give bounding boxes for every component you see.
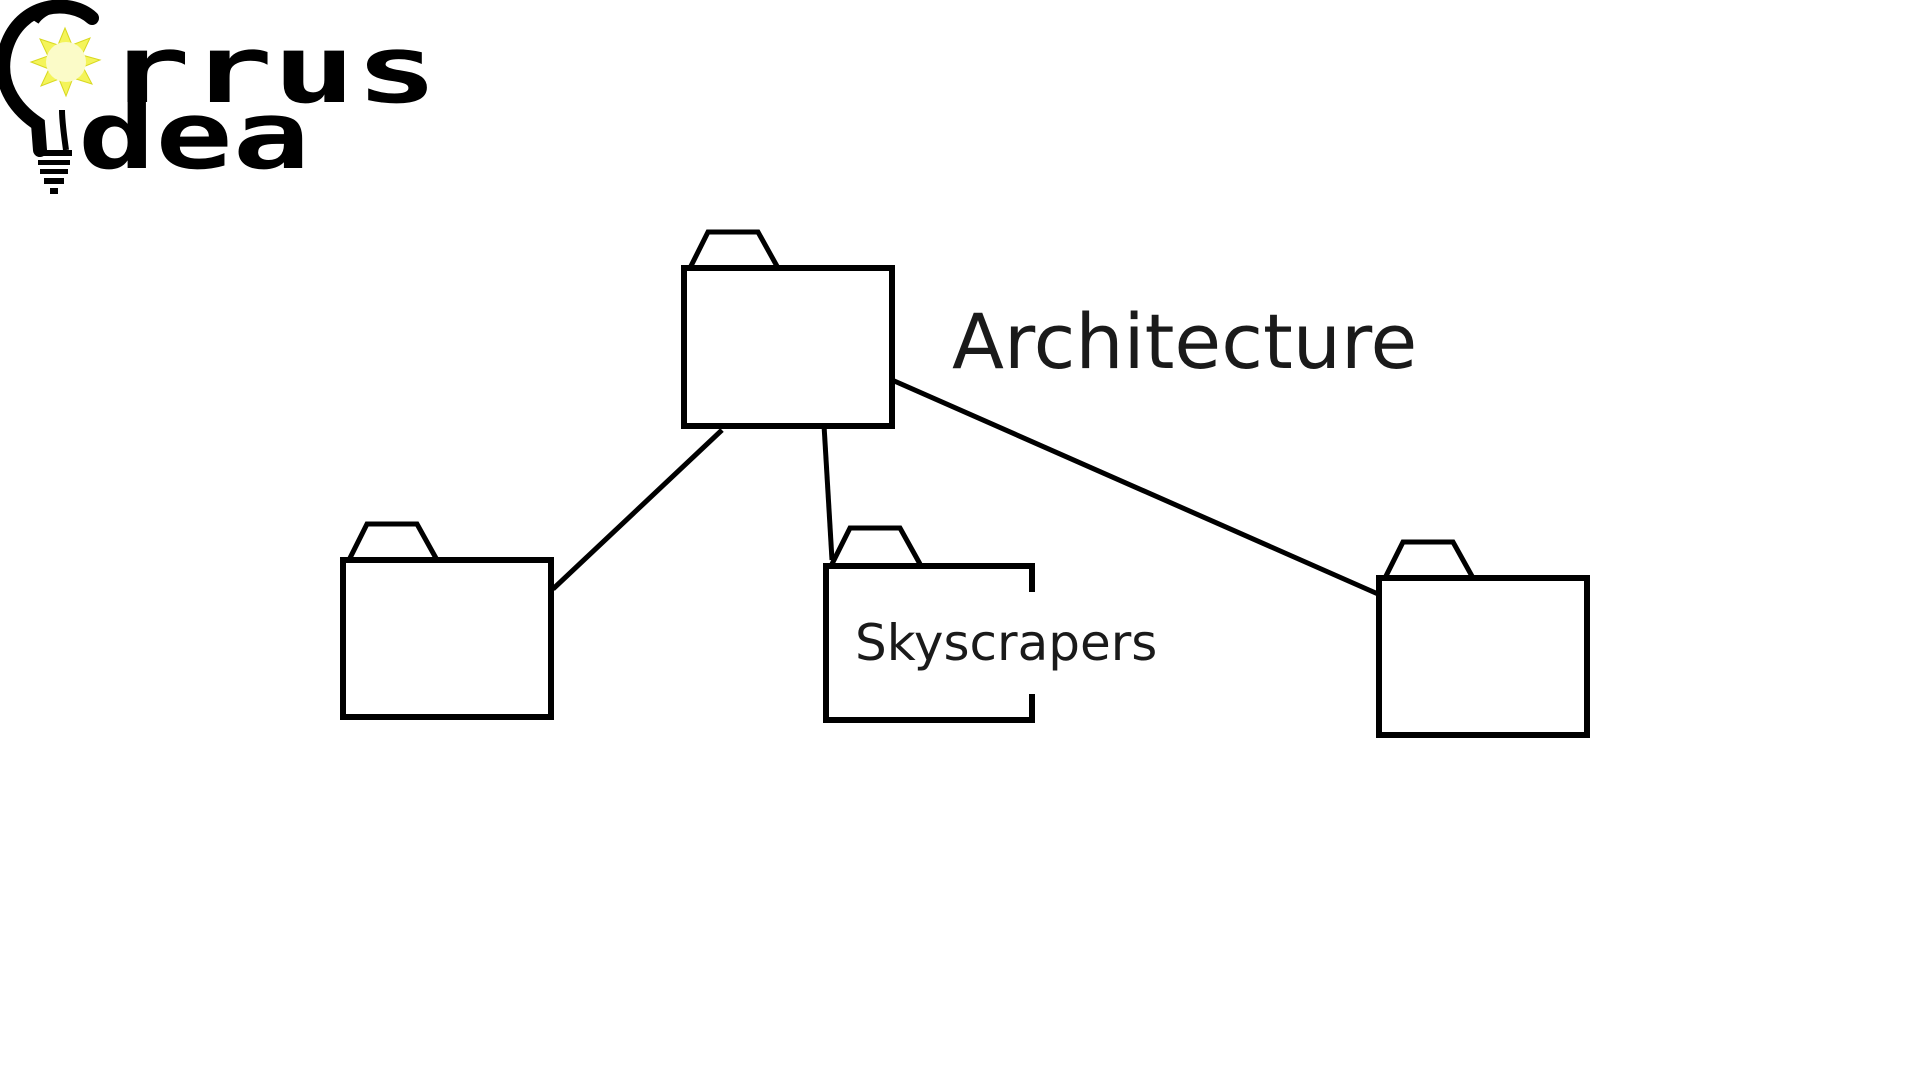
folder-root-body [681, 265, 895, 429]
connector-root-to-left [551, 428, 724, 591]
logo: rrus dea [0, 0, 438, 194]
logo-text-line1: rrus [108, 16, 438, 125]
folder-child-left [340, 521, 554, 720]
sun-icon [29, 26, 102, 98]
logo-text-line2: dea [78, 82, 310, 191]
connectors [551, 377, 1380, 597]
folder-child-left-body [340, 557, 554, 720]
connector-root-to-middle [821, 424, 835, 561]
folder-root: Architecture [681, 229, 1417, 429]
folder-child-middle-tab [829, 525, 923, 566]
folder-child-middle-body [823, 563, 1035, 723]
folder-child-left-tab [346, 521, 440, 562]
folder-child-middle: Skyscrapers [823, 525, 1157, 723]
folder-root-tab [687, 229, 781, 270]
folder-child-middle-label: Skyscrapers [855, 614, 1157, 672]
folder-child-right-tab [1382, 539, 1476, 580]
folder-root-label: Architecture [952, 297, 1417, 386]
folder-child-right-body [1376, 575, 1590, 738]
folder-child-right [1376, 539, 1590, 738]
lightbulb-icon [0, 0, 99, 194]
connector-root-to-right [890, 377, 1380, 597]
